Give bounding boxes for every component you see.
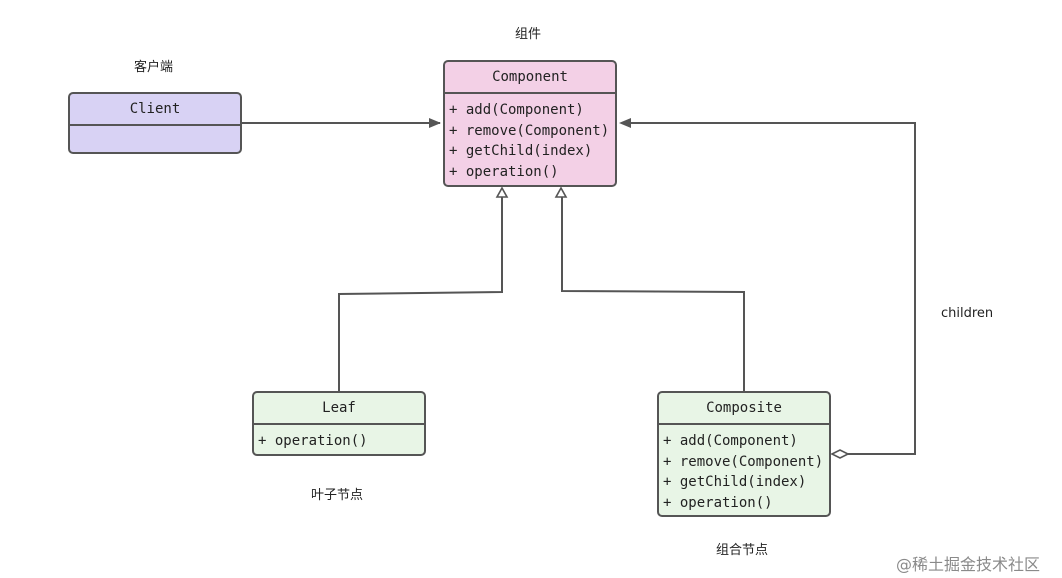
composite-method: + add(Component) (663, 433, 798, 449)
composite-method: + remove(Component) (663, 453, 824, 470)
composite-caption: 组合节点 (716, 543, 769, 558)
composite-method: + operation() (663, 494, 773, 511)
component-method: + operation() (449, 163, 559, 180)
leaf-inheritance-line (338, 196, 503, 392)
client-class-name: Client (70, 94, 240, 126)
leaf-inheritance-arrowhead (495, 186, 509, 198)
client-class[interactable]: Client (68, 92, 242, 154)
leaf-method: + operation() (258, 433, 368, 449)
children-arrowhead (619, 118, 631, 128)
client-class-methods (70, 126, 240, 132)
composite-inheritance-line (561, 196, 745, 392)
component-class-name: Component (445, 62, 615, 94)
client-caption: 客户端 (134, 60, 174, 75)
component-method: + remove(Component) (449, 122, 610, 139)
composite-class-name: Composite (659, 393, 829, 425)
children-aggregation-line (630, 122, 916, 455)
composite-method: + getChild(index) (663, 474, 807, 490)
composite-class[interactable]: Composite + add(Component) + remove(Comp… (657, 391, 831, 517)
composite-class-methods: + add(Component) + remove(Component) + g… (659, 425, 829, 513)
children-label: children (941, 306, 994, 321)
watermark: @稀土掘金技术社区 (896, 555, 1041, 574)
leaf-class-name: Leaf (254, 393, 424, 425)
association-arrowhead (429, 118, 441, 128)
leaf-caption: 叶子节点 (311, 488, 364, 503)
aggregation-diamond (830, 449, 850, 459)
leaf-class-methods: + operation() (254, 425, 424, 452)
component-method: + getChild(index) (449, 143, 593, 159)
component-method: + add(Component) (449, 102, 584, 118)
component-caption: 组件 (515, 27, 542, 42)
component-class[interactable]: Component + add(Component) + remove(Comp… (443, 60, 617, 187)
composite-inheritance-arrowhead (554, 186, 568, 198)
leaf-class[interactable]: Leaf + operation() (252, 391, 426, 456)
component-class-methods: + add(Component) + remove(Component) + g… (445, 94, 615, 182)
